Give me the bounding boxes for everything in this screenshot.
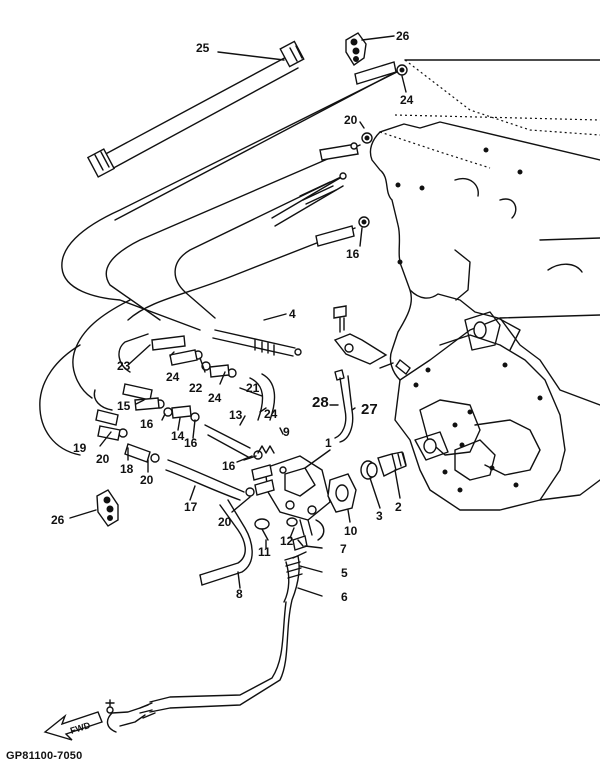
hoses <box>95 61 397 426</box>
bracket <box>333 305 411 376</box>
callout-24c: 24 <box>208 391 222 405</box>
callout-1: 1 <box>325 436 332 450</box>
callout-20a: 20 <box>344 113 358 127</box>
bolt-11 <box>254 518 270 541</box>
leader-lines-2-3 <box>369 469 401 509</box>
hose-8 <box>199 499 253 586</box>
callout-20c: 20 <box>140 473 154 487</box>
callout-11: 11 <box>258 545 271 559</box>
clamp-26-top <box>345 32 367 66</box>
callout-28: 28 <box>312 394 329 411</box>
callout-5: 5 <box>341 566 348 580</box>
callout-4: 4 <box>289 307 296 321</box>
callout-20b: 20 <box>96 452 110 466</box>
callout-15: 15 <box>117 399 131 413</box>
cable-upper <box>271 172 347 227</box>
callout-24a: 24 <box>400 93 414 107</box>
callout-26b: 26 <box>51 513 65 527</box>
small-clamps <box>118 64 408 497</box>
fitting-2 <box>377 451 407 477</box>
callout-25: 25 <box>196 41 210 55</box>
callout-20d: 20 <box>218 515 232 529</box>
callout-26a: 26 <box>396 29 410 43</box>
clamp-26-left <box>96 489 119 527</box>
callout-23: 23 <box>117 359 131 373</box>
callout-7: 7 <box>340 542 347 556</box>
callout-12: 12 <box>280 534 294 548</box>
clip-7 <box>292 535 308 551</box>
gasket-10 <box>327 473 357 513</box>
callout-24d: 24 <box>264 407 278 421</box>
callout-27: 27 <box>361 401 378 418</box>
callout-18: 18 <box>120 462 134 476</box>
fwd-arrow: FWD <box>43 699 115 741</box>
callout-22: 22 <box>189 381 203 395</box>
callout-3: 3 <box>376 509 383 523</box>
callout-21: 21 <box>246 381 260 395</box>
callout-14: 14 <box>171 429 185 443</box>
callout-16a: 16 <box>346 247 360 261</box>
callout-13: 13 <box>229 408 243 422</box>
callout-19: 19 <box>73 441 87 455</box>
routing-lines <box>39 67 406 456</box>
hose-cluster <box>97 349 276 501</box>
fitting-3 <box>360 460 378 480</box>
washer-12 <box>286 517 298 527</box>
diagram-code: GP81100-7050 <box>6 750 83 762</box>
tube-25 <box>86 40 305 178</box>
leader-lines <box>69 35 407 597</box>
callout-24b: 24 <box>166 370 180 384</box>
callout-17: 17 <box>184 500 198 514</box>
callout-16b: 16 <box>140 417 154 431</box>
fuel-pump-1 <box>251 455 331 541</box>
callout-9: 9 <box>283 425 290 439</box>
callout-6: 6 <box>341 590 348 604</box>
callout-16d: 16 <box>222 459 236 473</box>
cable-4 <box>212 329 302 357</box>
spring-9 <box>243 445 275 461</box>
hose-5-6 <box>106 551 307 733</box>
callout-10: 10 <box>344 524 358 538</box>
callouts: 1 2 3 4 5 6 7 8 9 10 11 12 13 14 15 16 1… <box>51 29 414 604</box>
hose-27 <box>334 369 354 443</box>
engine-block <box>369 59 600 511</box>
callout-16c: 16 <box>184 436 198 450</box>
callout-8: 8 <box>236 587 243 601</box>
callout-2: 2 <box>395 500 402 514</box>
